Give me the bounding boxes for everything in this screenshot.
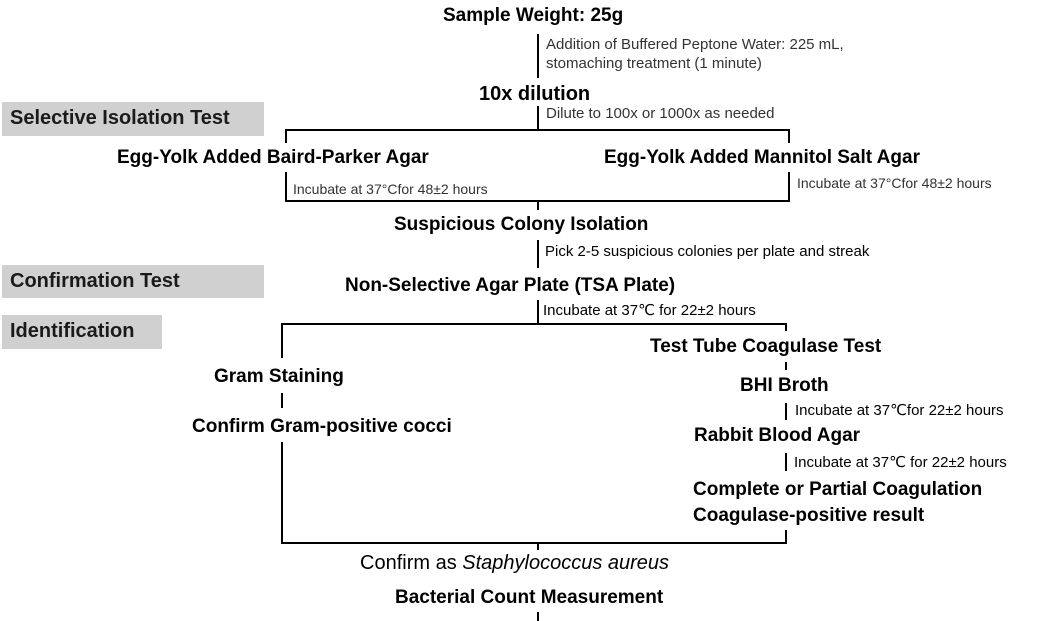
connector-rabbit-to-result bbox=[785, 453, 787, 471]
step-colony-isolation: Suspicious Colony Isolation bbox=[394, 214, 649, 235]
section-confirmation: Confirmation Test bbox=[2, 265, 264, 298]
step-coagulation-result: Complete or Partial Coagulation bbox=[693, 479, 983, 500]
step-sample-weight: Sample Weight: 25g bbox=[443, 5, 624, 26]
note-dilute-more: Dilute to 100x or 1000x as needed bbox=[546, 105, 775, 122]
note-incubate-baird-parker: Incubate at 37°Cfor 48±2 hours bbox=[293, 181, 488, 197]
connector-sample-to-dilution bbox=[537, 34, 539, 78]
confirm-prefix: Confirm as bbox=[360, 552, 463, 574]
note-pick-colonies: Pick 2-5 suspicious colonies per plate a… bbox=[545, 243, 870, 260]
connector-msa-right-top bbox=[788, 129, 790, 143]
connector-msa-right-bottom bbox=[788, 172, 790, 202]
connector-tsa-down bbox=[537, 300, 539, 325]
step-bacterial-count: Bacterial Count Measurement bbox=[395, 587, 664, 608]
step-bhi-broth: BHI Broth bbox=[740, 375, 829, 396]
connector-count-down bbox=[537, 612, 539, 621]
connector-coagulase-right-top bbox=[785, 323, 787, 331]
step-coagulase-test: Test Tube Coagulase Test bbox=[650, 336, 882, 357]
note-incubate-bhi: Incubate at 37℃for 22±2 hours bbox=[795, 402, 1004, 419]
section-identification: Identification bbox=[2, 315, 162, 349]
connector-gram-left-top bbox=[281, 323, 283, 358]
step-rabbit-blood-agar: Rabbit Blood Agar bbox=[694, 425, 861, 446]
step-baird-parker-agar: Egg-Yolk Added Baird-Parker Agar bbox=[117, 147, 429, 168]
step-dilution-10x: 10x dilution bbox=[479, 83, 591, 105]
note-peptone-line1: Addition of Buffered Peptone Water: 225 … bbox=[546, 36, 844, 53]
note-incubate-tsa: Incubate at 37℃ for 22±2 hours bbox=[543, 302, 756, 319]
connector-bp-left-top bbox=[285, 129, 287, 143]
section-selective-isolation: Selective Isolation Test bbox=[2, 102, 264, 136]
note-peptone-line2: stomaching treatment (1 minute) bbox=[546, 55, 762, 72]
step-gram-staining: Gram Staining bbox=[214, 366, 344, 387]
connector-identification-join-bottom bbox=[281, 542, 787, 544]
note-incubate-mannitol: Incubate at 37°Cfor 48±2 hours bbox=[797, 175, 992, 191]
connector-gram-left-bottom bbox=[281, 442, 283, 544]
connector-gram-to-confirm bbox=[281, 393, 283, 408]
connector-result-right-bottom bbox=[785, 530, 787, 544]
step-confirm-species: Confirm as Staphylococcus aureus bbox=[360, 553, 669, 573]
step-coagulase-positive: Coagulase-positive result bbox=[693, 505, 925, 526]
connector-to-colony-isolation bbox=[537, 200, 539, 210]
connector-bhi-to-rabbit bbox=[785, 403, 787, 420]
connector-dilution-down bbox=[537, 106, 539, 130]
note-incubate-rabbit: Incubate at 37℃ for 22±2 hours bbox=[794, 454, 1007, 471]
species-name: Staphylococcus aureus bbox=[462, 552, 670, 574]
connector-coagulase-to-bhi bbox=[785, 362, 787, 370]
connector-colony-to-tsa bbox=[537, 240, 539, 268]
connector-bp-left-bottom bbox=[285, 172, 287, 202]
connector-identification-split-top bbox=[281, 323, 787, 325]
step-tsa-plate: Non-Selective Agar Plate (TSA Plate) bbox=[345, 275, 676, 296]
connector-selective-split-top bbox=[285, 129, 790, 131]
step-gram-positive-cocci: Confirm Gram-positive cocci bbox=[192, 416, 452, 437]
connector-to-confirm-species bbox=[537, 542, 539, 550]
step-mannitol-salt-agar: Egg-Yolk Added Mannitol Salt Agar bbox=[604, 147, 920, 168]
